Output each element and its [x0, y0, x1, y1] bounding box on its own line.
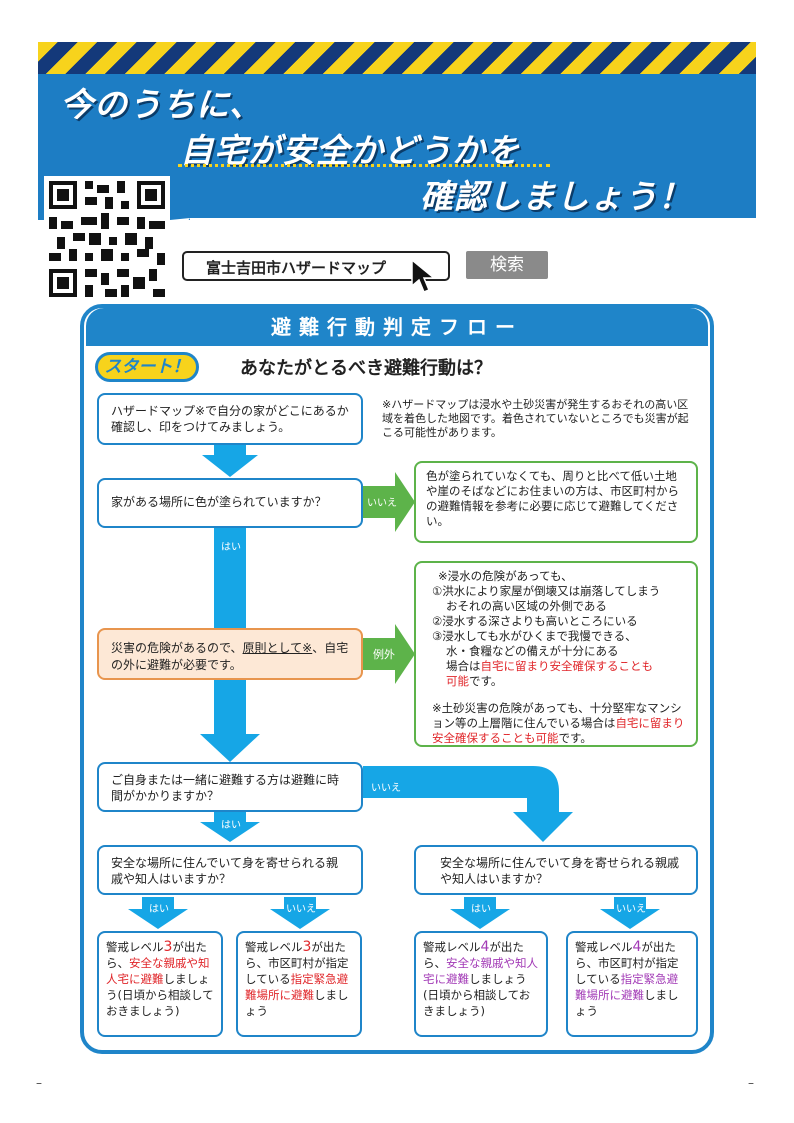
arrow-right-no-1	[363, 472, 415, 532]
step3-text-a: 災害の危険があるので、	[111, 641, 243, 655]
qr-code[interactable]	[44, 176, 170, 302]
label-yes-4: はい	[471, 904, 491, 915]
r2-d: 指定緊急避難場所に避難	[245, 972, 349, 1002]
hero-line-1: 今のうちに、	[60, 85, 264, 124]
step1-box: ハザードマップ※で自分の家がどこにあるか確認し、印をつけてみましょう。	[97, 393, 363, 445]
arrow-yes-4	[450, 897, 510, 929]
exception-case: 場合は自宅に留まり安全確保することも可能です。	[426, 659, 686, 689]
r3-c: が出たら、	[423, 940, 524, 970]
r1-d: 安全な親戚や知人宅に避難	[106, 956, 210, 986]
arrow-no-3	[270, 897, 330, 929]
search-button[interactable]: 検索	[466, 251, 548, 279]
hero-underline	[178, 164, 550, 167]
r2-c: が出たら、市区町村が指定している	[245, 940, 349, 986]
flow-question: あなたがとるべき避難行動は？	[240, 358, 492, 379]
exception-item2: ②浸水する深さよりも高いところにいる	[432, 614, 638, 628]
result-3: 警戒レベル4が出たら、安全な親戚や知人宅に避難しましょう(日頃から相談しておきま…	[414, 931, 548, 1037]
arrow-down-yes-2	[200, 812, 260, 842]
label-no-1: いいえ	[367, 498, 397, 509]
result-1: 警戒レベル3が出たら、安全な親戚や知人宅に避難しましょう(日頃から相談しておきま…	[97, 931, 223, 1037]
step1-note: ※ハザードマップは浸水や土砂災害が発生するおそれの高い区域を着色した地図です。着…	[382, 398, 689, 439]
exception-sediment: ※土砂災害の危険があっても、十分堅牢なマンション等の上層階に住んでいる場合は自宅…	[426, 701, 686, 746]
exception-item3b: 水・食糧などの備えが十分にある	[446, 644, 619, 658]
arrow-yes-3	[128, 897, 188, 929]
label-no-3: いいえ	[286, 904, 316, 915]
flow-title: 避難行動判定フロー	[86, 308, 708, 346]
mouse-cursor-icon	[411, 258, 437, 293]
case-a: 場合は	[446, 659, 481, 673]
result-2: 警戒レベル3が出たら、市区町村が指定している指定緊急避難場所に避難しましょう	[236, 931, 362, 1037]
step3-text-c: 、自宅の外に避難が必要です。	[111, 641, 349, 672]
start-badge: スタート！	[95, 352, 199, 382]
case-b: 自宅に留まり安全確保することも	[480, 659, 654, 673]
r2-e: しましょう	[245, 988, 349, 1018]
r2-b: 3	[302, 939, 312, 955]
step5-left-box: 安全な場所に住んでいて身を寄せられる親戚や知人はいますか？	[97, 845, 363, 895]
step2-box: 家がある場所に色が塗られていますか？	[97, 478, 363, 528]
qr-code-image	[49, 181, 165, 297]
r2-a: 警戒レベル	[245, 940, 303, 954]
r1-e: しましょう(日頃から相談しておきましょう)	[106, 972, 214, 1018]
step4-box: ご自身または一緒に避難する方は避難に時間がかかりますか？	[97, 762, 363, 812]
label-yes-2: はい	[221, 820, 241, 831]
label-yes-1: はい	[221, 542, 241, 553]
exception-item1a: ①洪水により家屋が倒壊又は崩落してしまう	[432, 584, 661, 598]
label-yes-3: はい	[149, 904, 169, 915]
arrow-right-down-no-2	[363, 766, 573, 842]
sediment-a: ※土砂災害の危険があっても、十分堅牢なマンション等の上層階に住んでいる場合は	[432, 701, 682, 730]
sediment-c: です。	[558, 731, 592, 745]
step2-no-result: 色が塗られていなくても、周りと比べて低い土地や崖のそばなどにお住まいの方は、市区…	[414, 461, 698, 543]
arrow-no-4	[600, 897, 660, 929]
exception-box: ※浸水の危険があっても、 ①洪水により家屋が倒壊又は崩落してしまう おそれの高い…	[414, 561, 698, 747]
step3-text-b: 原則として※	[242, 641, 313, 655]
exception-head: ※浸水の危険があっても、	[438, 569, 573, 583]
footer-mark-right: –	[748, 1076, 754, 1090]
exception-item3a: ③浸水しても水がひくまで我慢できる、	[432, 629, 637, 643]
r4-c: が出たら、市区町村が指定している	[575, 940, 679, 986]
hero-line-3: 確認しましょう！	[420, 177, 692, 216]
label-no-4: いいえ	[616, 904, 646, 915]
flow-frame	[80, 304, 714, 1054]
r3-d: 安全な親戚や知人宅に避難	[423, 956, 538, 986]
case-c: 可能	[446, 674, 469, 688]
r1-b: 3	[163, 939, 173, 955]
label-no-2: いいえ	[371, 783, 401, 794]
search-input[interactable]: 富士吉田市ハザードマップ	[182, 251, 450, 281]
case-d: です。	[469, 674, 503, 688]
hazard-stripe	[38, 42, 756, 74]
r4-d: 指定緊急避難場所に避難	[575, 972, 679, 1002]
footer-mark-left: –	[36, 1076, 42, 1090]
arrow-right-exception	[363, 624, 415, 684]
r3-a: 警戒レベル	[423, 940, 481, 954]
r4-b: 4	[632, 939, 642, 955]
label-exception: 例外	[373, 648, 395, 661]
sediment-b: 自宅に留まり安全確保することも可能	[432, 716, 685, 745]
r4-e: しましょう	[575, 988, 679, 1018]
arrow-down-1	[202, 445, 258, 477]
step3-box: 災害の危険があるので、原則として※、自宅の外に避難が必要です。	[97, 628, 363, 680]
r4-a: 警戒レベル	[575, 940, 633, 954]
result-4: 警戒レベル4が出たら、市区町村が指定している指定緊急避難場所に避難しましょう	[566, 931, 698, 1037]
r1-c: が出たら、	[106, 940, 207, 970]
step5-right-box: 安全な場所に住んでいて身を寄せられる親戚や知人はいますか？	[414, 845, 698, 895]
r3-e: しましょう(日頃から相談しておきましょう)	[423, 972, 531, 1018]
hero-line-2: 自宅が安全かどうかを	[180, 131, 520, 170]
exception-item1b: おそれの高い区域の外側である	[446, 599, 607, 613]
r1-a: 警戒レベル	[106, 940, 164, 954]
r3-b: 4	[480, 939, 490, 955]
